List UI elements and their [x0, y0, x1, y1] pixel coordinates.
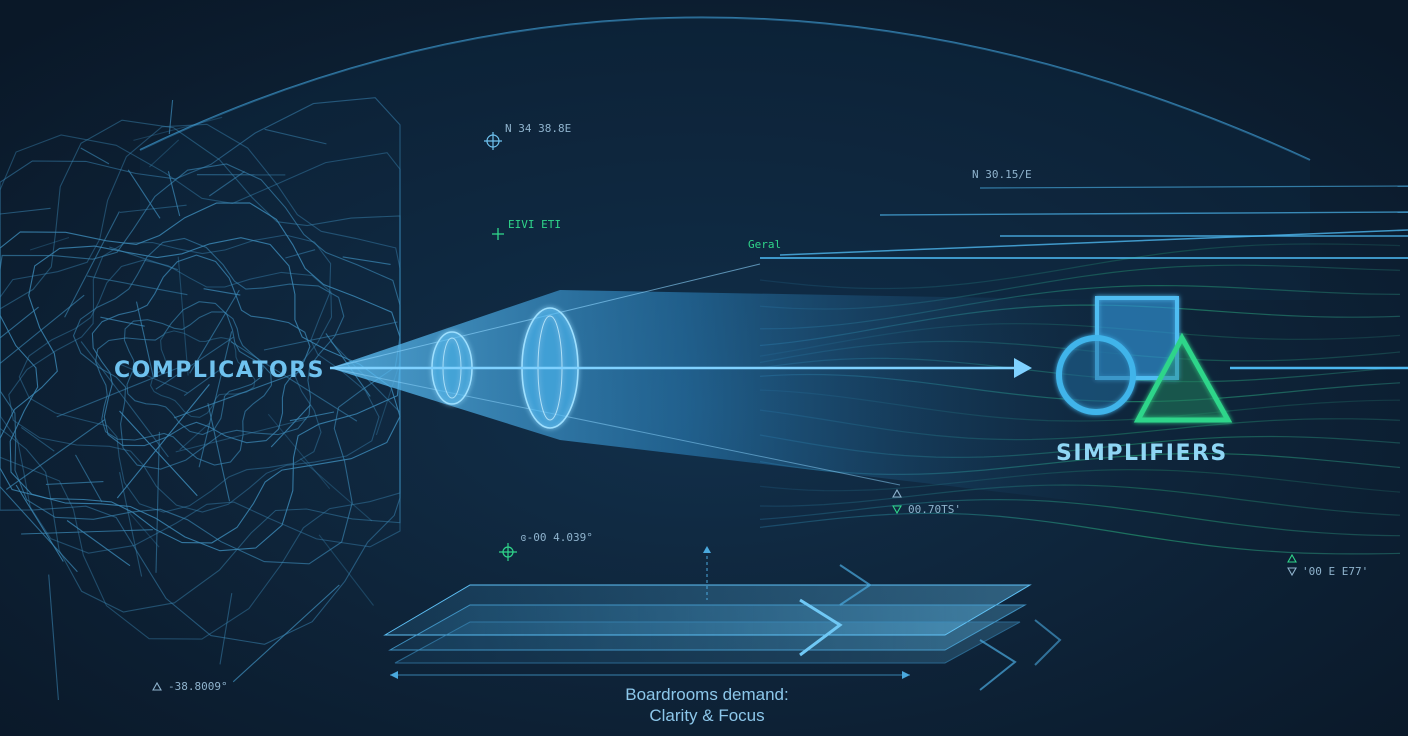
- tangle-stroke: [189, 289, 240, 374]
- tangle-stroke: [119, 471, 143, 577]
- triangle-shape: [1133, 332, 1233, 423]
- tangle-stroke: [264, 128, 327, 145]
- tangle-contour: [150, 330, 256, 418]
- tangle-contour: [0, 123, 401, 554]
- top-flow-lines: [760, 185, 1408, 259]
- tangle-contour: [91, 254, 311, 447]
- crosshair-icon: [484, 132, 502, 150]
- caption-line-2: Clarity & Focus: [649, 706, 764, 725]
- tangle-stroke: [116, 384, 210, 499]
- tangle-stroke: [208, 171, 245, 197]
- tangle-stroke: [0, 207, 51, 215]
- coord-mid-left: ɞ-00 4.039°: [520, 531, 593, 544]
- coord-right-low: '00 E E77': [1302, 565, 1368, 578]
- tangle-stroke: [20, 426, 55, 452]
- complicators-label: COMPLICATORS: [114, 358, 325, 383]
- dome-arc: [139, 16, 1311, 161]
- tangle-contour: [95, 301, 273, 466]
- tangle-contour: [72, 237, 345, 470]
- simplifiers-label: SIMPLIFIERS: [1056, 441, 1228, 466]
- coord-top-left-green: EIVI ETI: [508, 218, 561, 231]
- tangle-stroke: [48, 574, 59, 701]
- tangle-stroke: [5, 418, 106, 490]
- tangle-stroke: [45, 481, 104, 485]
- tangle-stroke: [285, 249, 316, 259]
- tangle-stroke: [135, 301, 154, 378]
- tangle-stroke: [119, 410, 198, 497]
- tangle-contour: [0, 163, 401, 565]
- coord-top-right: N 30.15/E: [972, 168, 1032, 181]
- tangle-stroke: [155, 431, 160, 573]
- tangle-stroke: [219, 593, 233, 665]
- tangle-stroke: [183, 370, 220, 397]
- tangle-stroke: [126, 509, 160, 548]
- tangle-stroke: [230, 341, 358, 422]
- tangle-contour: [8, 234, 380, 513]
- tangle-stroke: [133, 116, 223, 141]
- tangle-stroke: [109, 246, 178, 271]
- tangle-stroke: [66, 520, 131, 567]
- tangle-stroke: [177, 256, 189, 376]
- tangle-stroke: [198, 331, 233, 468]
- tangle-stroke: [21, 529, 153, 535]
- triangle-marker-icon: [152, 488, 1297, 691]
- tangle-stroke: [179, 422, 211, 451]
- tangle-stroke: [149, 139, 180, 168]
- tangle-stroke: [267, 413, 331, 490]
- tangle-stroke: [173, 370, 302, 419]
- tangle-stroke: [270, 404, 311, 448]
- tangle-stroke: [15, 484, 64, 562]
- crosshair-green-icon: [499, 543, 517, 561]
- tangle-stroke: [342, 256, 391, 265]
- flow-line: [759, 512, 1401, 555]
- coord-bottom-left: -38.8009°: [168, 680, 228, 693]
- tangle-stroke: [120, 363, 188, 394]
- tangle-stroke: [300, 458, 373, 522]
- coord-right-mid: 00.70TS': [908, 503, 961, 516]
- tangle-contour: [0, 134, 401, 640]
- tangle-stroke: [64, 211, 120, 318]
- tangle-stroke: [318, 534, 374, 606]
- tangle-stroke: [207, 403, 231, 502]
- tangle-stroke: [75, 454, 103, 503]
- tangle-stroke: [56, 367, 179, 418]
- beam-edge-bottom: [329, 367, 901, 486]
- coord-mid-label: Geral: [748, 238, 781, 251]
- tangle-stroke: [29, 236, 70, 251]
- flow-line: [759, 498, 1401, 537]
- tangle-stroke: [167, 171, 181, 217]
- tangle-contour: [0, 119, 401, 613]
- complicators-tangle: [0, 97, 401, 701]
- tangle-contour: [0, 202, 401, 552]
- caption-line-1: Boardrooms demand:: [625, 685, 788, 704]
- tangle-stroke: [0, 486, 78, 573]
- tangle-stroke: [0, 294, 85, 364]
- tangle-stroke: [203, 288, 241, 296]
- direction-planes: [383, 546, 1062, 691]
- simple-shapes-group: [1056, 296, 1233, 423]
- dome-fill: [140, 17, 1310, 301]
- tangle-stroke: [127, 169, 161, 219]
- tangle-stroke: [119, 204, 187, 213]
- tangle-stroke: [80, 147, 110, 165]
- tangle-stroke: [100, 316, 145, 327]
- tangle-contour: [123, 311, 264, 436]
- plus-marker-icon: [492, 228, 504, 240]
- tangle-stroke: [86, 275, 188, 296]
- circle-shape: [1056, 335, 1136, 415]
- tangle-contour: [0, 237, 401, 544]
- tangle-contour: [18, 259, 333, 513]
- tangle-contour: [0, 97, 401, 645]
- tangle-stroke: [232, 584, 340, 683]
- flow-line: [759, 243, 1401, 290]
- tangle-stroke: [168, 99, 174, 135]
- coord-top-left: N 34 38.8E: [505, 122, 571, 135]
- tangle-stroke: [155, 336, 234, 390]
- tangle-stroke: [80, 341, 169, 458]
- tangle-stroke: [0, 306, 39, 339]
- tangle-stroke: [175, 418, 307, 453]
- central-arrow-head: [1014, 358, 1032, 378]
- tangle-stroke: [263, 321, 398, 351]
